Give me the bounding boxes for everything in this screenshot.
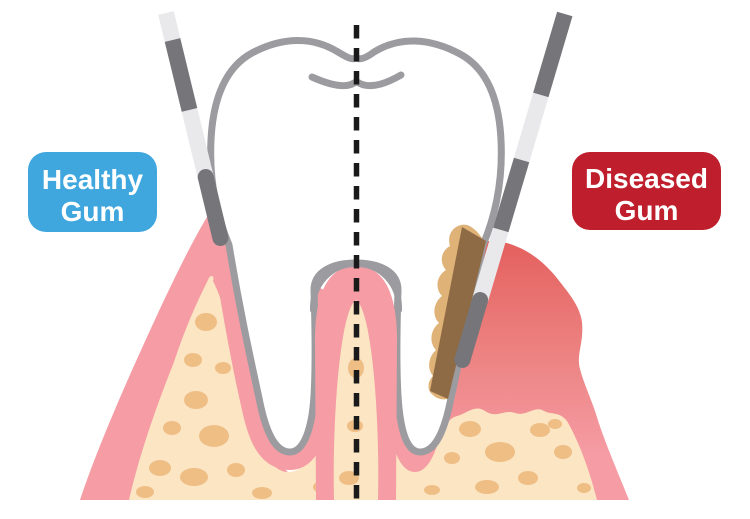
healthy-gum-label-badge bbox=[28, 152, 157, 232]
probe-segment-light bbox=[472, 227, 509, 303]
bone-spot bbox=[184, 391, 208, 409]
probe-tip bbox=[197, 169, 229, 246]
bone-spot bbox=[518, 471, 538, 485]
probe-segment-light bbox=[181, 108, 214, 179]
probe-segment-dark bbox=[493, 157, 530, 233]
bone-spot bbox=[348, 358, 364, 378]
probe-segment-dark bbox=[533, 11, 573, 98]
bone-spot bbox=[530, 423, 550, 437]
diseased-gum-label-line2: Gum bbox=[615, 195, 679, 226]
healthy-gum-label-line2: Gum bbox=[61, 196, 125, 227]
probe-segment-light bbox=[513, 92, 549, 163]
bone-spot bbox=[195, 313, 217, 331]
probe-segment-dark bbox=[164, 38, 198, 112]
diseased-gum-label: Diseased Gum bbox=[572, 152, 721, 230]
periodontal-pocket bbox=[430, 227, 486, 399]
bone-spot bbox=[485, 442, 515, 462]
bone-spot bbox=[199, 425, 229, 447]
periodontal-probe-healthy bbox=[158, 11, 229, 246]
periodontal-probe-diseased bbox=[454, 11, 573, 368]
bone-spot bbox=[149, 460, 171, 476]
bone-spot bbox=[424, 485, 440, 495]
bone-spot bbox=[184, 353, 202, 367]
diseased-gum-label-line1: Diseased bbox=[585, 163, 708, 194]
bone-spot bbox=[215, 362, 231, 374]
bone-spot bbox=[227, 463, 245, 477]
bone-spot bbox=[180, 468, 208, 486]
healthy-gum-label: Healthy Gum bbox=[28, 152, 157, 232]
bone-spots bbox=[136, 313, 591, 499]
bone-spot bbox=[475, 480, 499, 494]
bone-spot bbox=[163, 421, 181, 435]
bone-spot bbox=[577, 483, 591, 493]
bone-spot bbox=[548, 419, 562, 429]
probe-tip bbox=[454, 292, 489, 368]
bone-spot bbox=[444, 452, 460, 464]
bone-spot bbox=[554, 445, 572, 459]
jaw-bone bbox=[129, 275, 597, 500]
bone-spot bbox=[252, 487, 272, 499]
diseased-gum-label-badge bbox=[572, 152, 721, 230]
bone-spot bbox=[136, 486, 154, 498]
probe-segment-light bbox=[158, 11, 181, 42]
healthy-gum-label-line1: Healthy bbox=[42, 164, 144, 195]
bone-spot bbox=[459, 421, 481, 437]
